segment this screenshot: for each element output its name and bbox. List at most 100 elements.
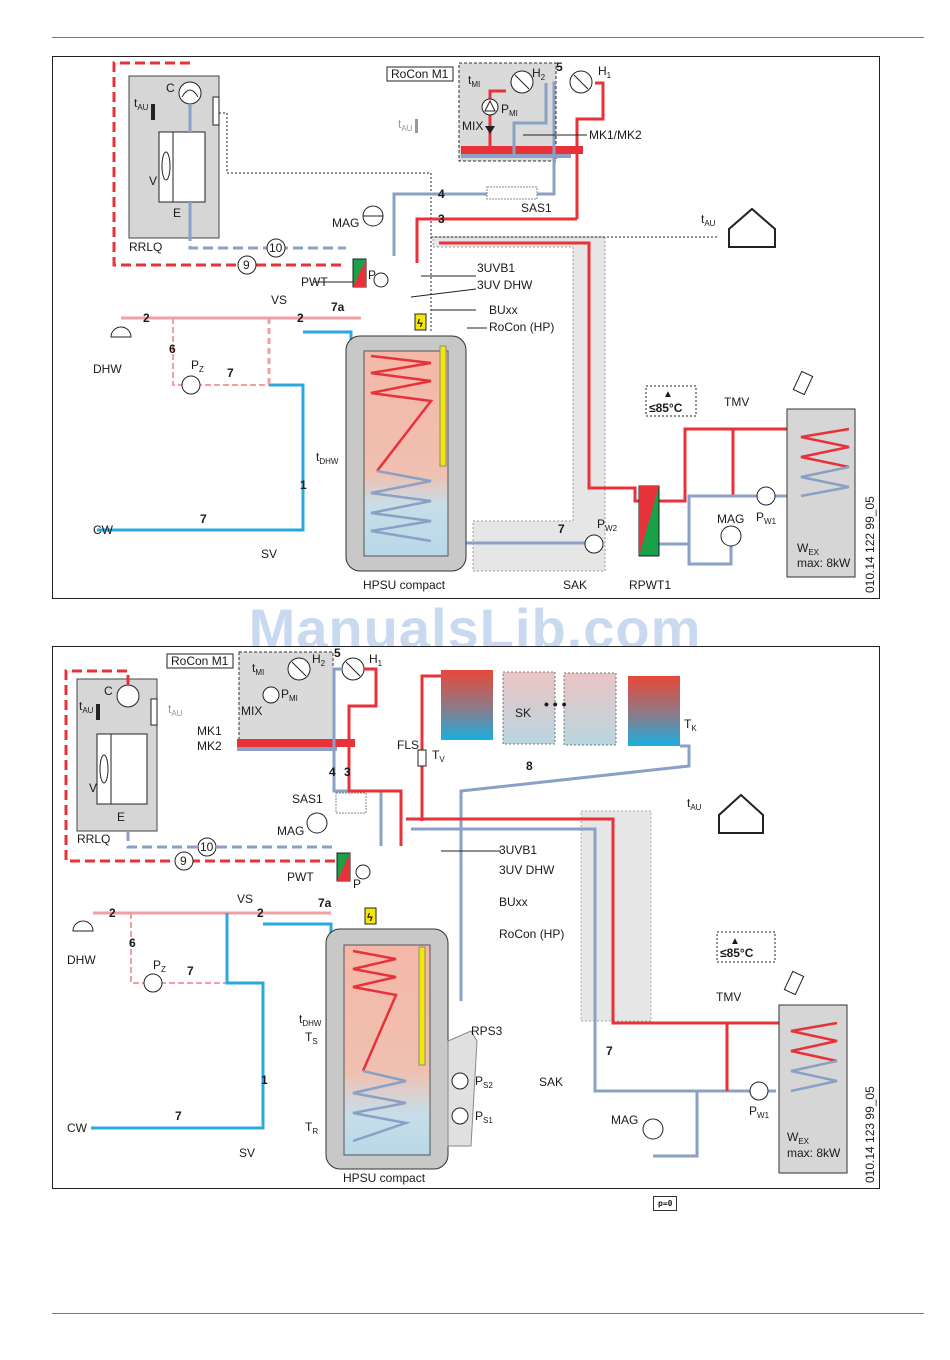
label-pw1: PW1 [756,510,777,526]
label-n2b: 2 [297,311,304,325]
label-cw: CW [93,523,114,537]
label-3uvb1: 3UVB1 [477,261,515,275]
footer-rule [52,1313,924,1314]
label-limit: ≤85°C [649,401,683,415]
label-t-au: tAU [134,96,149,112]
diagram-2-frame: C tAU V E RRLQ 9 10 RoCon M1 tAU tMI H2 … [52,646,880,1189]
label-n7-cw: 7 [200,512,207,526]
label-vs: VS [271,293,287,307]
temperature-limit-box [645,385,697,417]
label-t-dhw: tDHW [316,450,339,466]
label-wex-max: max: 8kW [797,556,851,570]
label-mk1-mk2: MK1/MK2 [589,128,642,142]
drawing-id-2: 010.14 123 99_05 [863,1086,877,1183]
pump-pw1-icon [749,1081,769,1101]
svg-text:• • •: • • • [544,696,567,712]
pump-ps2-icon [451,1072,469,1090]
thermometer-icon [96,704,100,720]
label-dhw: DHW [93,362,122,376]
label-n4: 4 [438,187,445,201]
compressor-icon [116,684,140,708]
label-rocon-hp: RoCon (HP) [489,320,554,334]
label-n7-sak: 7 [558,522,565,536]
solar-collector-3 [563,672,617,746]
label-n2: 2 [109,906,116,920]
label-pw1: PW1 [749,1104,770,1120]
label-n9: 9 [243,258,250,272]
label-hpsu-compact: HPSU compact [343,1171,426,1185]
label-rrlq: RRLQ [77,832,110,846]
backup-heater-icon [364,907,377,925]
label-wex-max: max: 8kW [787,1146,841,1160]
rocon-m1-box [386,66,454,82]
label-n5: 5 [334,647,341,660]
label-pwt: PWT [287,870,314,884]
label-3uv-dhw: 3UV DHW [499,863,555,877]
label-fls: FLS [397,738,419,752]
label-rpwt1: RPWT1 [629,578,671,592]
rrlq-outdoor-unit [76,678,158,832]
label-mag-2: MAG [611,1113,638,1127]
shower-icon [110,326,132,338]
label-sak: SAK [563,578,587,592]
pump-p-icon [355,864,371,880]
compressor-icon [178,81,202,105]
house-icon [728,207,776,248]
thermometer-icon [151,104,155,120]
label-n9: 9 [180,854,187,868]
label-e: E [117,810,125,824]
label-p-mi: PMI [501,102,518,118]
label-t-dhw: tDHW [299,1012,322,1028]
shower-icon [72,920,94,932]
label-n7a: 7a [331,300,345,314]
label-n3: 3 [344,765,351,779]
label-rocon-hp: RoCon (HP) [499,927,564,941]
expansion-vessel-2-icon [642,1118,664,1140]
label-wex: WEX [787,1130,810,1146]
warning-icon: ▲ [663,389,673,400]
label-sv: SV [239,1146,255,1160]
label-pw2: PW2 [597,517,618,533]
label-mag-2: MAG [717,512,744,526]
label-buxx: BUxx [499,895,528,909]
diagram-1-frame: C tAU V E RRLQ 9 10 RoCon M1 tAU tMI H2 … [52,56,880,599]
label-e: E [173,206,181,220]
label-mag: MAG [332,216,359,230]
pump-pmi-icon [262,686,280,704]
rocon-m1-box [166,653,234,669]
label-wex: WEX [797,541,820,557]
label-n7-sak: 7 [606,1044,613,1058]
label-buxx: BUxx [489,303,518,317]
label-sas1: SAS1 [292,792,323,806]
expansion-vessel-2-icon [720,525,742,547]
label-mag: MAG [277,824,304,838]
label-tk: TK [684,717,697,733]
label-ps1: PS1 [475,1109,493,1125]
label-n7: 7 [187,964,194,978]
diagram-1: C tAU V E RRLQ 9 10 RoCon M1 tAU tMI H2 … [93,60,877,593]
warning-icon: ▲ [730,936,740,947]
label-n8: 8 [526,759,533,773]
pump-ps1-icon [451,1107,469,1125]
label-3uvb1: 3UVB1 [499,843,537,857]
label-h1: H1 [369,652,383,668]
label-pwt: PWT [301,275,328,289]
label-p: P [368,268,376,282]
solar-collector-2 [502,671,556,745]
label-t-au-2: tAU [398,117,413,133]
label-n7a: 7a [318,896,332,910]
label-v: V [89,781,97,795]
label-cw: CW [67,1121,88,1135]
label-t-au-house: tAU [701,212,716,228]
expansion-vessel-icon [306,812,328,834]
label-rocon-m1: RoCon M1 [391,67,449,81]
label-sas1: SAS1 [521,201,552,215]
label-n1: 1 [300,478,307,492]
label-tmv: TMV [716,990,741,1004]
svg-text:ϟ: ϟ [367,912,373,924]
label-mk2: MK2 [197,739,222,753]
label-n6: 6 [169,342,176,356]
pump-pz-icon [181,375,201,395]
label-sv: SV [261,547,277,561]
label-sak: SAK [539,1075,563,1089]
